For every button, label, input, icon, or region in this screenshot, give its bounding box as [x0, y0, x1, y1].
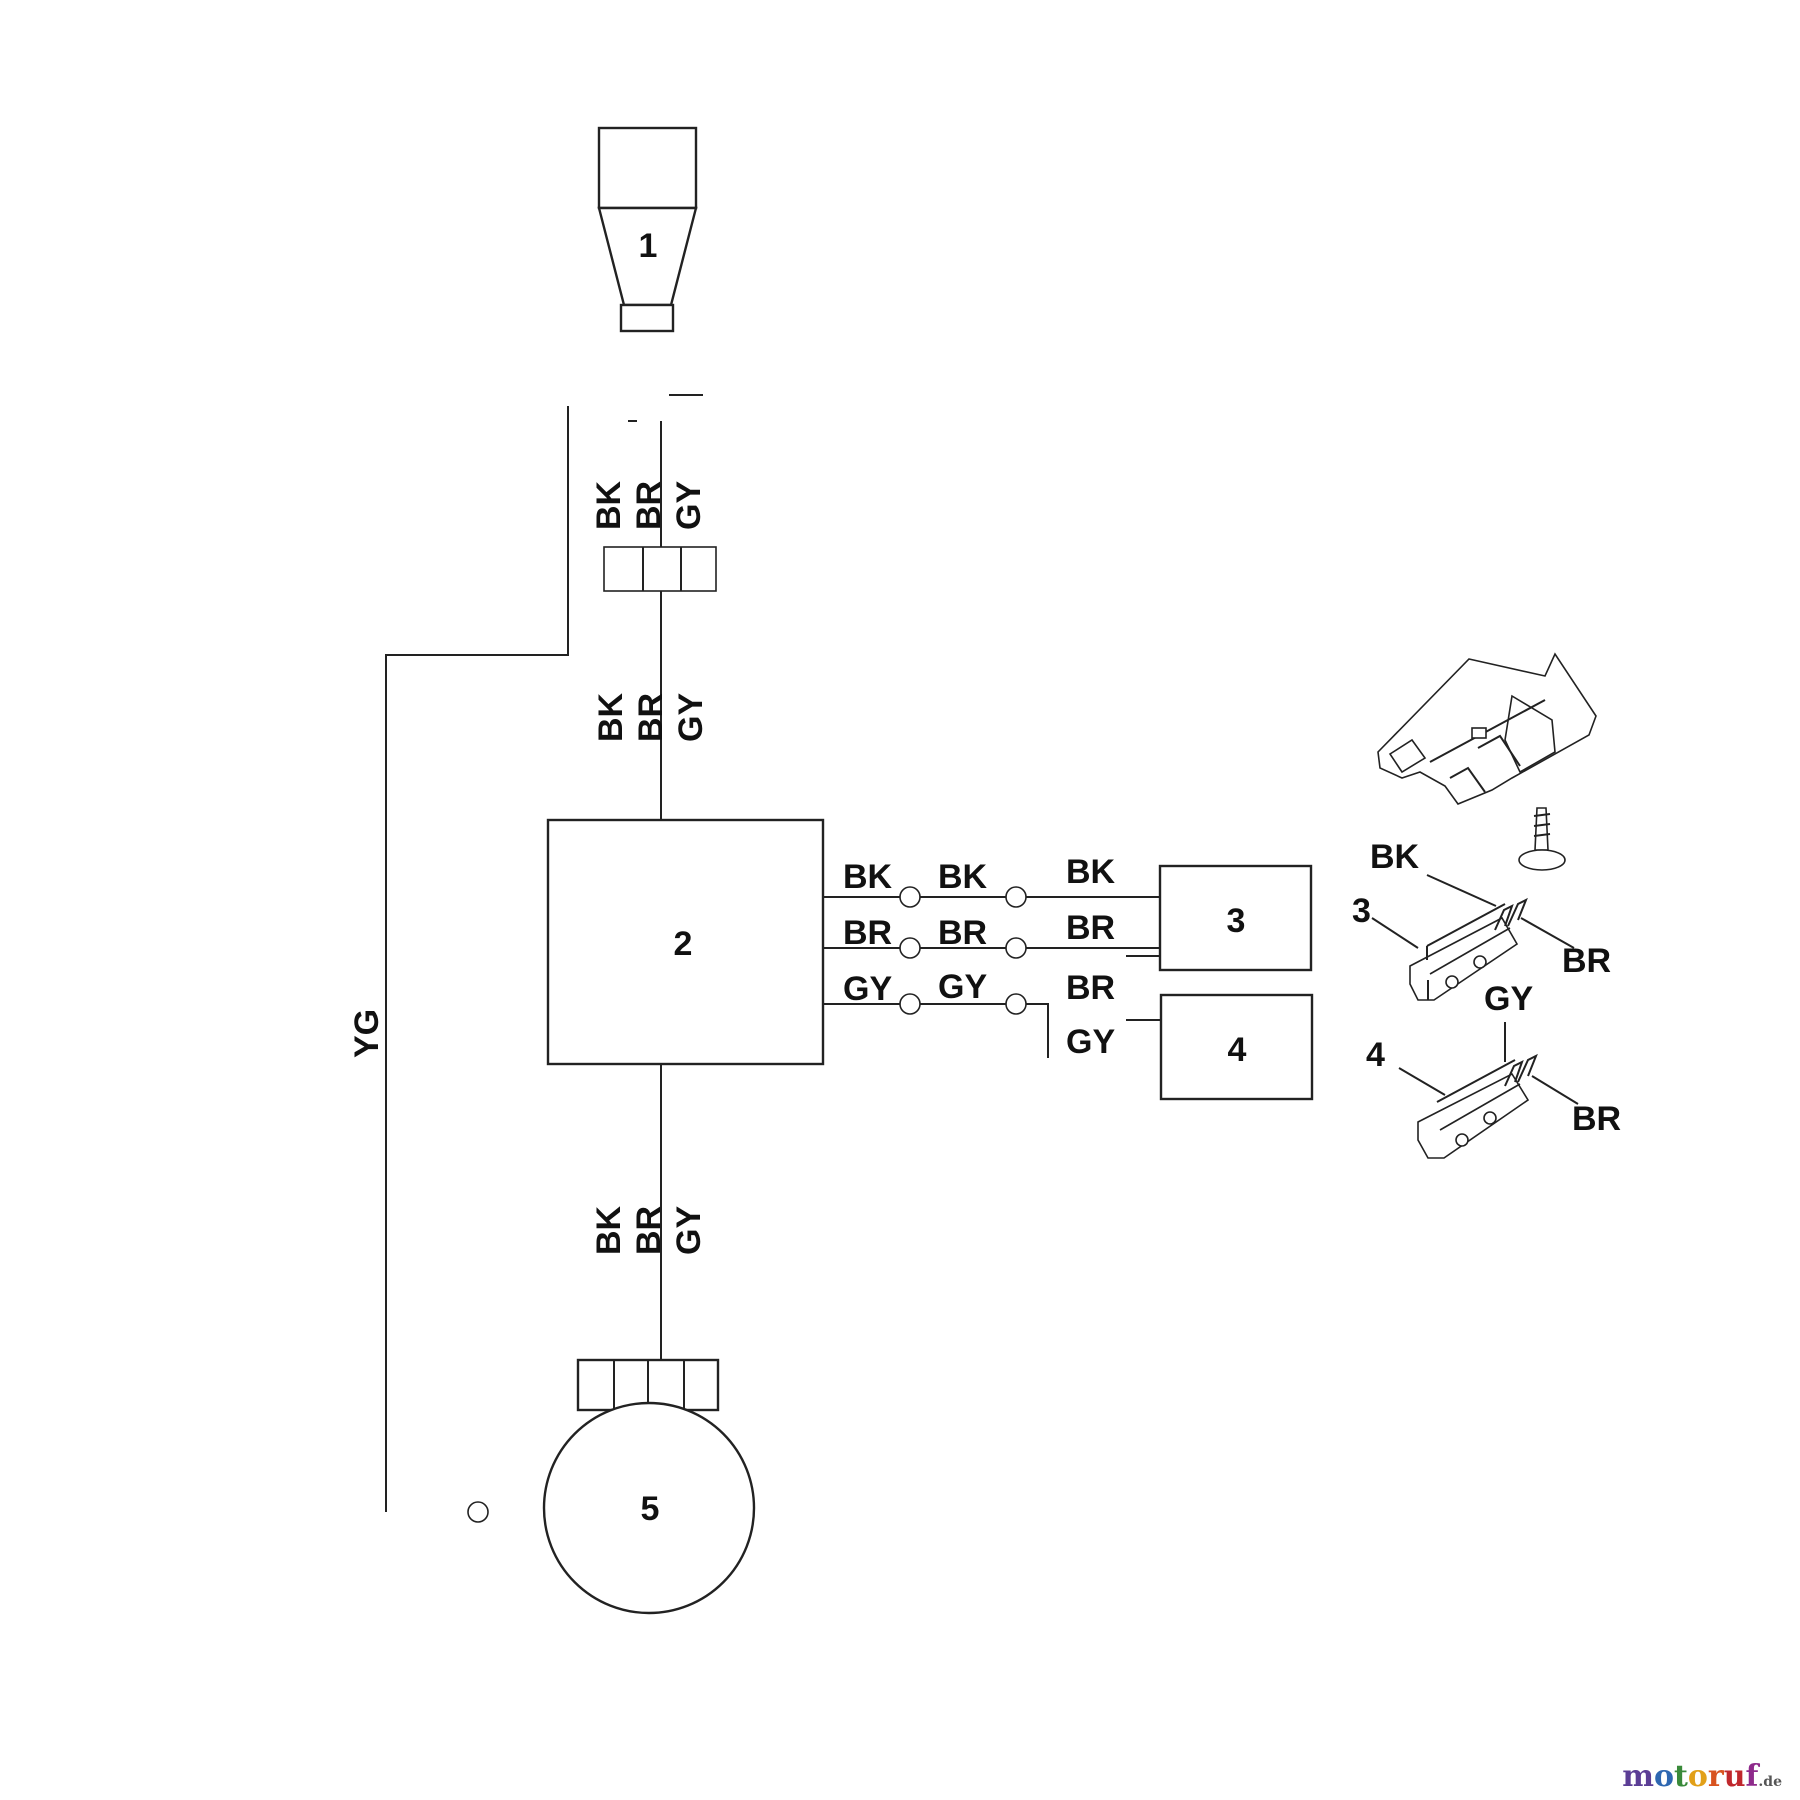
- component-4-box: 4: [1159, 993, 1314, 1101]
- wire-br-run: BR BR BR: [823, 909, 1160, 959]
- connector-block: [603, 546, 717, 592]
- component-4-number: 4: [1228, 1031, 1247, 1069]
- watermark-logo: motoruf.de: [1622, 1759, 1782, 1794]
- watermark-letter: f: [1745, 1759, 1759, 1794]
- wire-label-bk: BK: [590, 480, 628, 530]
- leader-line: [1520, 917, 1575, 949]
- wire-bk-run: BK BK BK: [823, 853, 1160, 908]
- watermark-letter: m: [1622, 1759, 1654, 1794]
- switch-4-callouts: 4 BR: [1366, 1036, 1621, 1138]
- component-3-box: 3: [1158, 864, 1313, 972]
- switch-housing-illustration: [1377, 652, 1597, 805]
- lower-cable-labels: BK BR GY: [590, 1205, 708, 1255]
- wire-label-br: BR: [1066, 969, 1115, 1007]
- watermark-letter: t: [1674, 1759, 1688, 1794]
- component-1-number: 1: [639, 227, 658, 265]
- wire-label-br: BR: [938, 914, 987, 952]
- wire-label-gy: GY: [938, 968, 987, 1006]
- wire-label-gy: GY: [672, 693, 710, 742]
- wire-label-bk: BK: [1066, 853, 1116, 891]
- wire-label-bk: BK: [843, 858, 893, 896]
- wire-label-bk: BK: [938, 858, 988, 896]
- wire-to-component-4: BR GY: [1066, 969, 1160, 1061]
- callout-number-4: 4: [1366, 1036, 1385, 1074]
- leader-line: [1426, 874, 1497, 907]
- component-2-box: 2: [546, 818, 825, 1066]
- earth-terminal: [467, 1501, 489, 1523]
- wire-label-bk: BK: [592, 692, 630, 742]
- component-5-motor: 5: [542, 1358, 756, 1615]
- wire-label-gy: GY: [843, 970, 892, 1008]
- wire-label-br: BR: [843, 914, 892, 952]
- upper-cable-labels: BK BR GY: [590, 480, 708, 530]
- wire-label-br: BR: [630, 481, 668, 530]
- watermark-letter: u: [1723, 1759, 1746, 1794]
- earth-wire-yg: [385, 406, 569, 1512]
- watermark-letters: motoruf: [1622, 1759, 1758, 1794]
- callout-bk: BK: [1370, 838, 1420, 876]
- component-1-plug: 1: [597, 126, 698, 333]
- wire-label-gy: GY: [670, 481, 708, 530]
- wire-label-br: BR: [632, 693, 670, 742]
- screw-illustration: [1518, 807, 1566, 871]
- middle-cable-labels: BK BR GY: [592, 692, 710, 742]
- component-2-number: 2: [674, 925, 693, 963]
- microswitch-4-illustration: [1417, 1053, 1538, 1159]
- wire-label-gy: GY: [670, 1206, 708, 1255]
- callout-number-3: 3: [1352, 892, 1371, 930]
- component-3-number: 3: [1227, 902, 1246, 940]
- watermark-letter: o: [1654, 1759, 1675, 1794]
- watermark-letter: o: [1687, 1759, 1708, 1794]
- leader-line: [1398, 1067, 1446, 1096]
- leader-line: [1531, 1075, 1579, 1105]
- wire-label-br: BR: [1066, 909, 1115, 947]
- watermark-letter: r: [1707, 1759, 1724, 1794]
- watermark-suffix: .de: [1758, 1774, 1782, 1790]
- wire-label-bk: BK: [590, 1205, 628, 1255]
- earth-wire-label: YG: [348, 1009, 386, 1058]
- callout-gy: GY: [1484, 980, 1533, 1018]
- callout-br: BR: [1572, 1100, 1621, 1138]
- wire-gy-run: GY GY: [823, 968, 1049, 1058]
- callout-br: BR: [1562, 942, 1611, 980]
- switch-3-callouts: BK 3 BR GY: [1352, 838, 1611, 1018]
- leader-line: [1371, 917, 1419, 949]
- microswitch-3-illustration: [1409, 897, 1528, 1001]
- component-5-number: 5: [641, 1490, 660, 1528]
- wire-label-gy: GY: [1066, 1023, 1115, 1061]
- wire-label-br: BR: [630, 1206, 668, 1255]
